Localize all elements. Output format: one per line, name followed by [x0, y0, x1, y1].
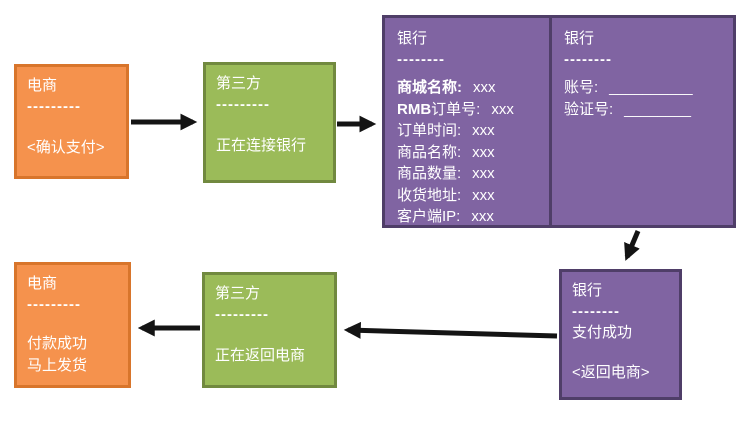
arrow-bank-success-to-thirdparty — [343, 321, 558, 339]
node-divider: --------- — [216, 96, 270, 113]
field-label: 订单号: — [431, 100, 481, 118]
field-value: xxx — [471, 208, 494, 225]
field-value: xxx — [491, 100, 514, 118]
account-fields: 账号: __________ 验证号: ________ — [564, 77, 721, 120]
node-divider: -------- — [397, 51, 445, 68]
node-thirdparty-returning: 第三方 --------- 正在返回电商 — [202, 272, 337, 388]
account-number-blank: __________ — [609, 79, 693, 96]
field-value: xxx — [472, 143, 495, 161]
node-title: 电商 — [27, 77, 58, 94]
field-row-account-number: 账号: __________ — [564, 77, 721, 99]
order-fields: 商城名称: xxx RMB订单号: xxx 订单时间: xxx 商品名称: xxx 商品… — [397, 77, 537, 228]
node-title: 银行 — [397, 30, 428, 47]
field-row-order-time: 订单时间: xxx — [397, 120, 537, 142]
node-body-2: <返回电商> — [572, 364, 650, 381]
node-bank-success: 银行 -------- 支付成功 <返回电商> — [559, 269, 682, 400]
node-title: 第三方 — [216, 75, 262, 92]
node-body-2: 马上发货 — [27, 357, 88, 374]
node-divider: -------- — [572, 303, 620, 320]
node-divider: --------- — [27, 296, 81, 313]
field-row-product-qty: 商品数量: xxx — [397, 163, 537, 185]
verification-number-blank: ________ — [624, 100, 691, 118]
field-label: RMB — [397, 100, 432, 118]
field-label: 商品数量: — [397, 165, 462, 182]
field-label: 客户端IP: — [397, 208, 461, 225]
node-ecommerce-confirm: 电商 --------- <确认支付> — [14, 64, 129, 179]
node-bank-panel: 银行 -------- 商城名称: xxx RMB订单号: xxx 订单时间: xxx… — [382, 15, 736, 228]
arrow-bank-to-bank-success — [624, 230, 641, 261]
node-thirdparty-connecting: 第三方 --------- 正在连接银行 — [203, 62, 336, 183]
node-title: 银行 — [564, 30, 595, 47]
node-body: <确认支付> — [27, 139, 105, 156]
bank-order-form: 银行 -------- 商城名称: xxx RMB订单号: xxx 订单时间: xxx… — [385, 18, 549, 225]
node-body: 支付成功 — [572, 324, 633, 341]
field-value: xxx — [473, 79, 496, 96]
field-row-product-name: 商品名称: xxx — [397, 142, 537, 164]
node-body: 正在连接银行 — [216, 137, 307, 154]
node-body: 正在返回电商 — [215, 347, 306, 364]
node-title: 银行 — [572, 282, 603, 299]
node-divider: --------- — [27, 98, 81, 115]
field-row-client-ip: 客户端IP: xxx — [397, 206, 537, 228]
field-label: 账号: — [564, 79, 599, 96]
field-label: 收货地址: — [397, 186, 462, 204]
node-divider: --------- — [215, 306, 269, 323]
node-title: 第三方 — [215, 285, 261, 302]
field-label: 商城名称: — [397, 79, 462, 96]
field-row-order-number: RMB订单号: xxx — [397, 99, 537, 121]
node-body: 付款成功 — [27, 335, 88, 352]
field-row-ship-address: 收货地址: xxx — [397, 185, 537, 207]
node-divider: -------- — [564, 51, 612, 68]
field-value: xxx — [472, 186, 495, 204]
field-value: xxx — [472, 165, 495, 182]
field-label: 订单时间: — [397, 122, 462, 139]
bank-account-form: 银行 -------- 账号: __________ 验证号: ________ — [549, 18, 733, 225]
field-row-verification-number: 验证号: ________ — [564, 99, 721, 121]
field-value: xxx — [472, 122, 495, 139]
field-label: 商品名称: — [397, 143, 462, 161]
node-ecommerce-result: 电商 --------- 付款成功 马上发货 — [14, 262, 131, 388]
node-title: 电商 — [27, 275, 58, 292]
field-row-shop-name: 商城名称: xxx — [397, 77, 537, 99]
field-label: 验证号: — [564, 100, 614, 118]
